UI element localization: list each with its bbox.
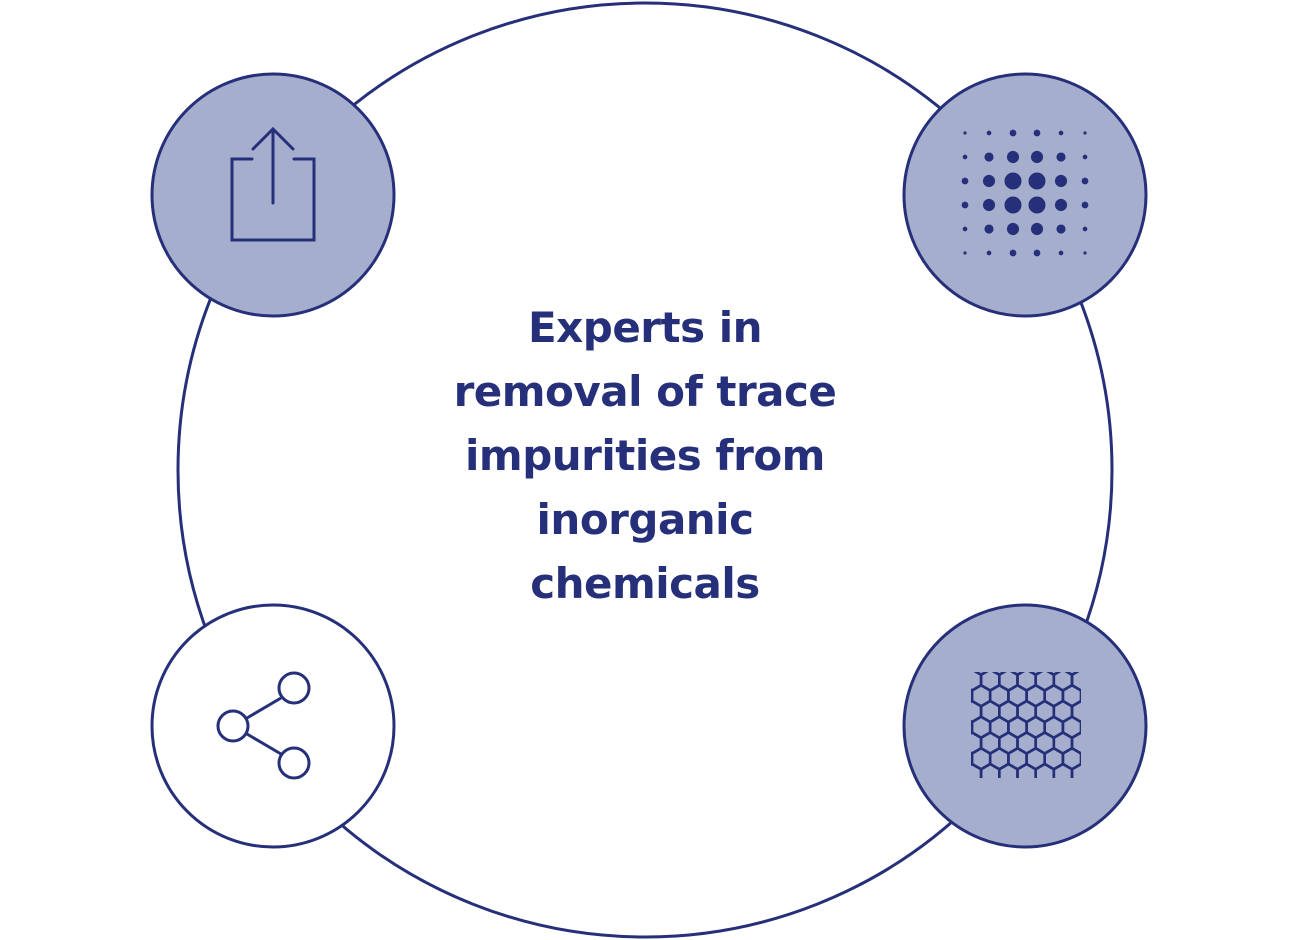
node-bottom-left (150, 603, 396, 849)
upload-share-icon (230, 126, 316, 242)
node-top-left (150, 72, 396, 318)
node-bottom-right-circle (902, 603, 1148, 849)
hexagon-lattice-icon (971, 672, 1081, 778)
node-top-right-circle (902, 72, 1148, 318)
node-bottom-right (902, 603, 1148, 849)
center-line-4: inorganic (536, 495, 754, 544)
center-line-5: chemicals (530, 559, 760, 608)
node-top-right (902, 72, 1148, 318)
center-line-1: Experts in (527, 303, 763, 352)
center-line-3: impurities from (465, 431, 825, 480)
share-nodes-icon (216, 671, 311, 780)
outer-ring (176, 1, 1114, 939)
center-line-2: removal of trace (453, 367, 837, 416)
node-bottom-left-circle (150, 603, 396, 849)
center-statement: Experts in removal of trace impurities f… (450, 296, 840, 616)
halftone-dots-icon (961, 129, 1089, 257)
